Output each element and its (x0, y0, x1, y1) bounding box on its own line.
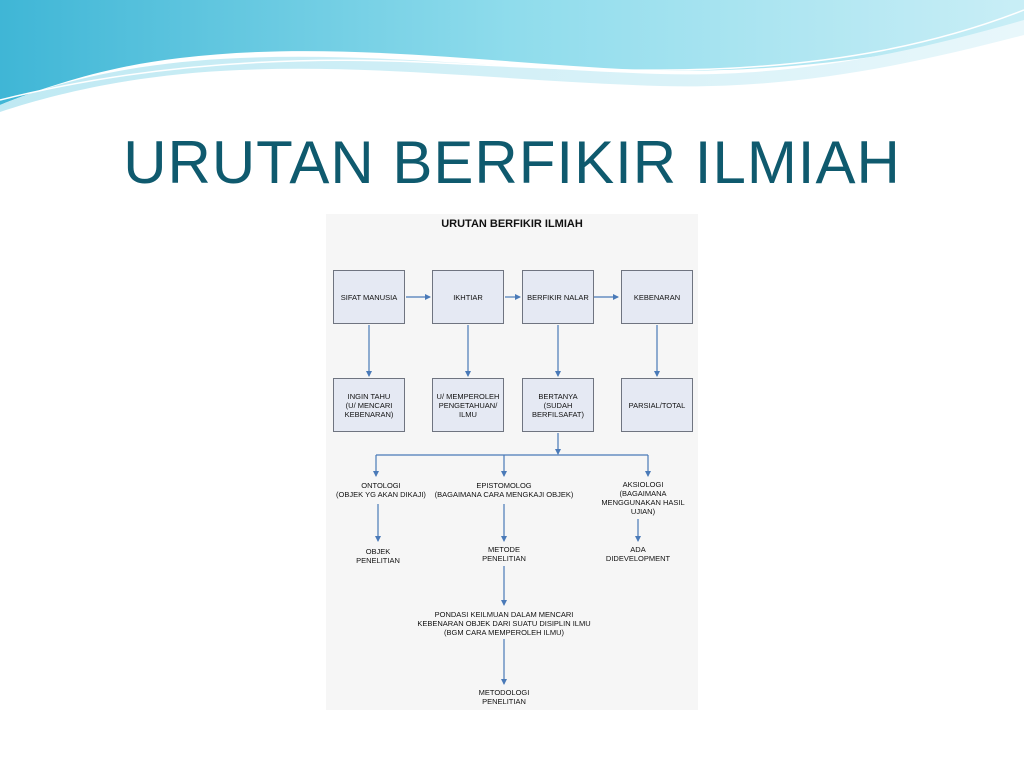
label-objek-penelitian: OBJEK PENELITIAN (356, 547, 400, 565)
label-aksiologi: AKSIOLOGI (BAGAIMANA MENGGUNAKAN HASIL U… (601, 480, 685, 516)
slide-title: URUTAN BERFIKIR ILMIAH (123, 129, 901, 196)
flow-diagram: URUTAN BERFIKIR ILMIAH (326, 214, 698, 710)
box-ikhtiar: IKHTIAR (432, 270, 504, 324)
box-ingin-tahu: INGIN TAHU (U/ MENCARI KEBENARAN) (333, 378, 405, 432)
label-metode-penelitian: METODE PENELITIAN (482, 545, 526, 563)
label-pondasi-keilmuan: PONDASI KEILMUAN DALAM MENCARI KEBENARAN… (417, 610, 591, 637)
label-ontologi: ONTOLOGI (OBJEK YG AKAN DIKAJI) (336, 481, 426, 499)
box-memperoleh-pengetahuan: U/ MEMPEROLEH PENGETAHUAN/ ILMU (432, 378, 504, 432)
box-kebenaran: KEBENARAN (621, 270, 693, 324)
diagram-title: URUTAN BERFIKIR ILMIAH (441, 218, 583, 230)
label-ada-didevelopment: ADA DIDEVELOPMENT (605, 545, 671, 563)
box-bertanya: BERTANYA (SUDAH BERFILSAFAT) (522, 378, 594, 432)
box-berfikir-nalar: BERFIKIR NALAR (522, 270, 594, 324)
box-sifat-manusia: SIFAT MANUSIA (333, 270, 405, 324)
header-wave-decoration (0, 0, 1024, 112)
connector-lines (366, 294, 660, 685)
box-parsial-total: PARSIAL/TOTAL (621, 378, 693, 432)
label-epistomolog: EPISTOMOLOG (BAGAIMANA CARA MENGKAJI OBJ… (434, 481, 574, 499)
label-metodologi-penelitian: METODOLOGI PENELITIAN (478, 688, 530, 706)
